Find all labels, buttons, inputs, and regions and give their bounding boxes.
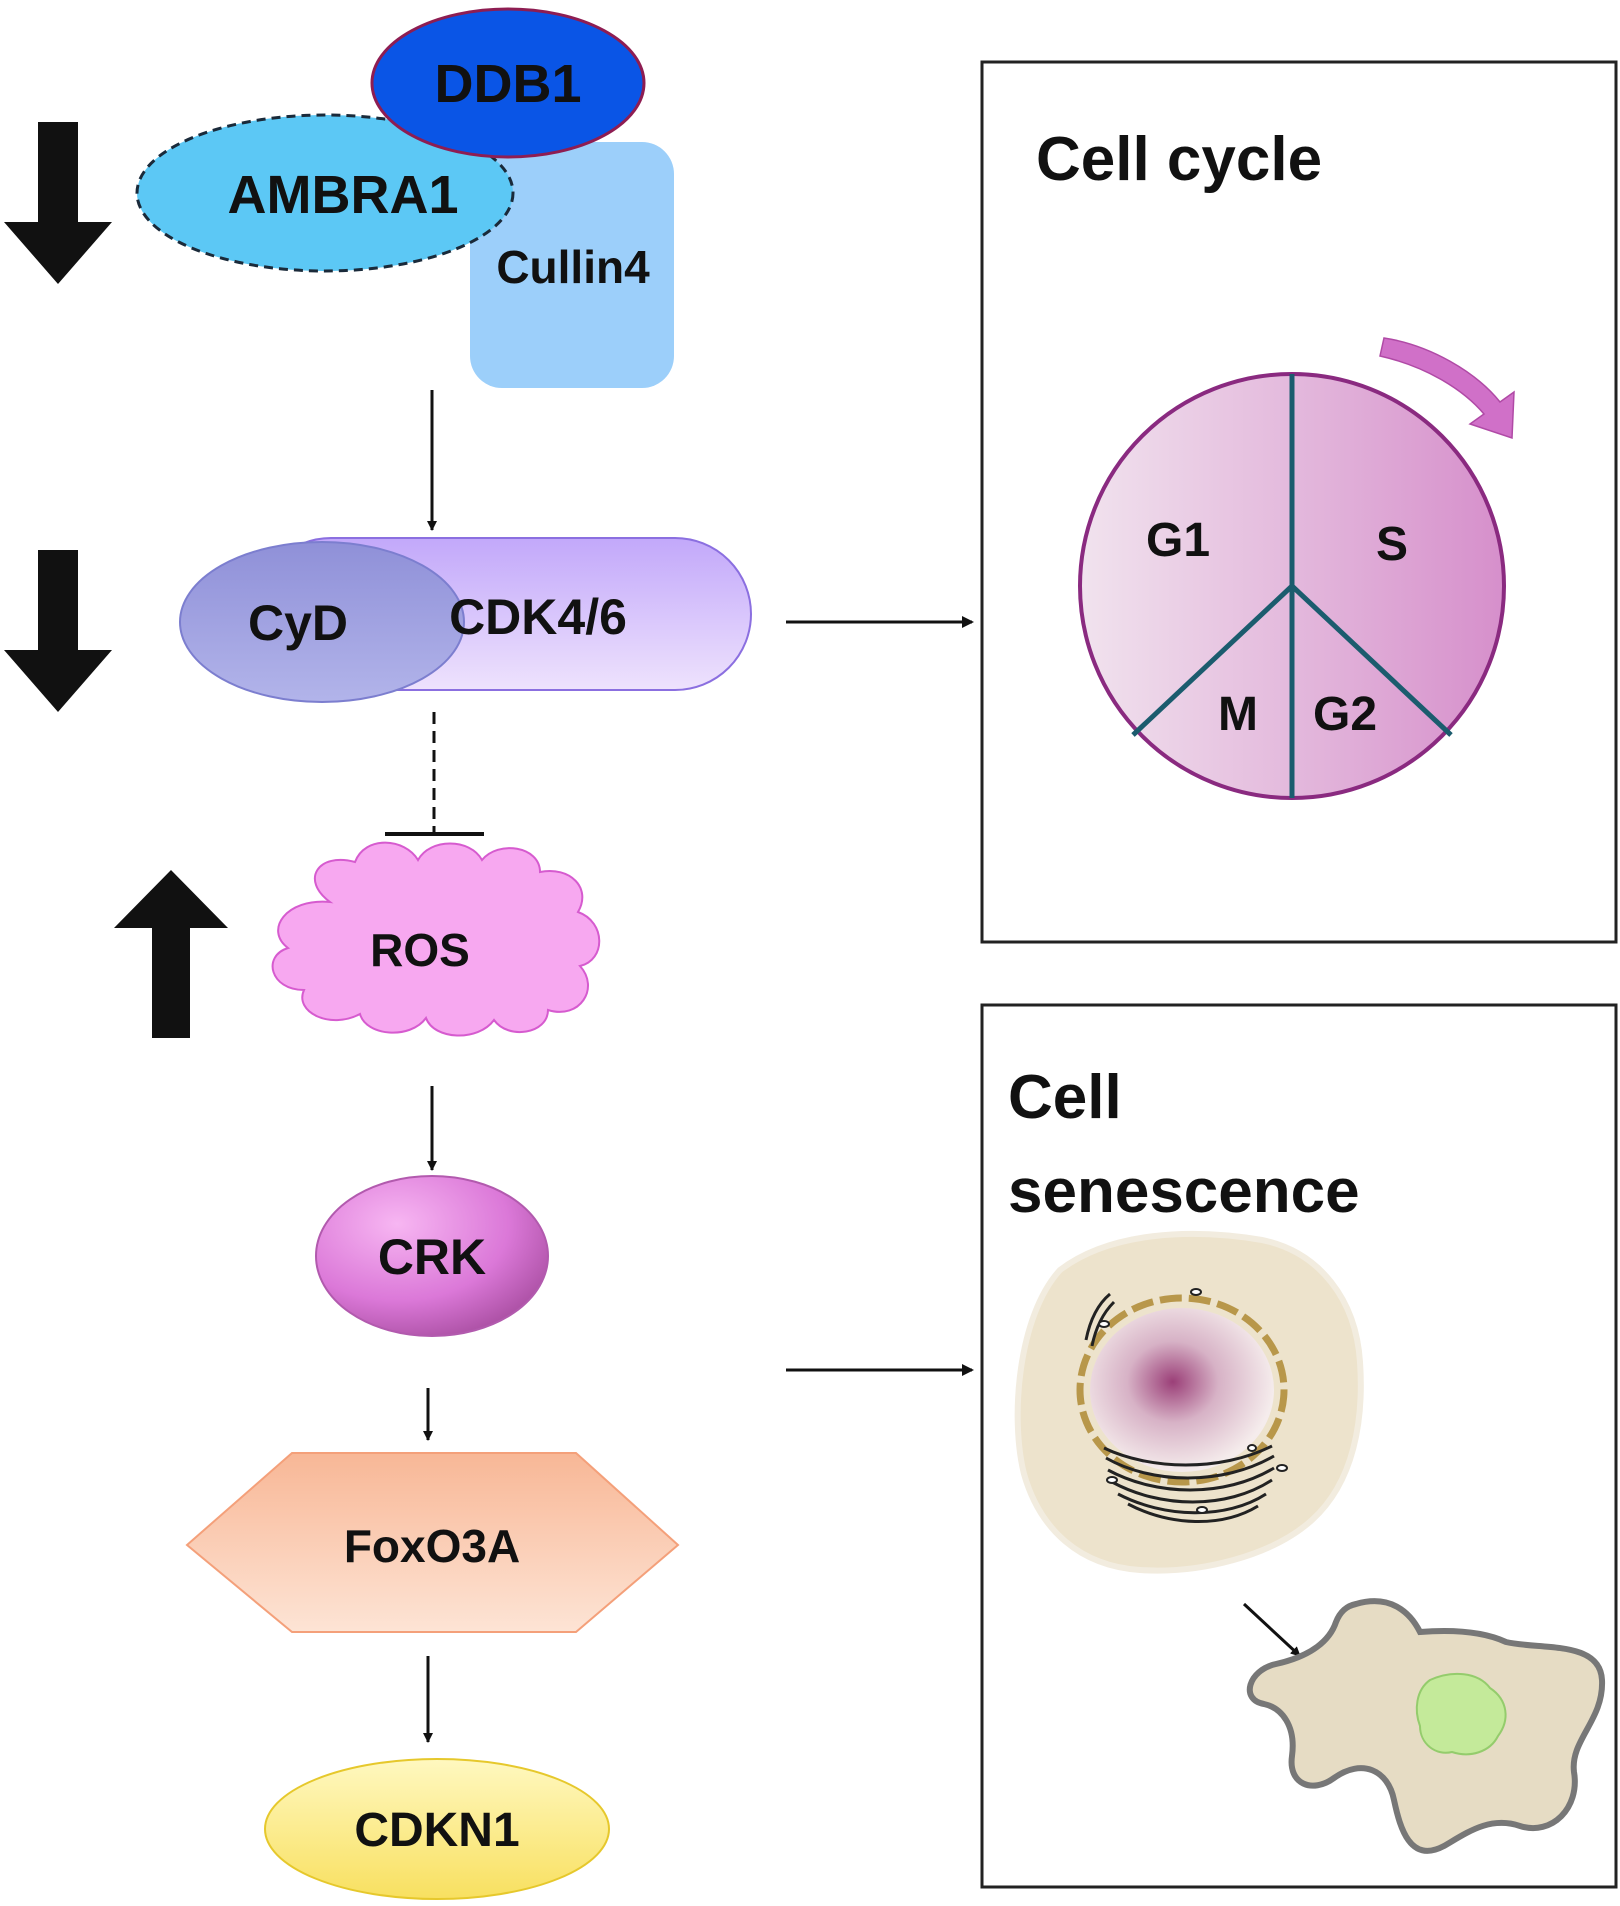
phase-m-label: M [1218,688,1258,741]
crk-label: CRK [378,1229,486,1285]
ddb1-label: DDB1 [434,54,581,114]
nuclear-envelope [1076,1294,1288,1486]
ddb1-node [370,7,646,159]
cullin4-label: Cullin4 [496,241,650,293]
phase-divider-left [1131,584,1294,737]
cyd-label: CyD [248,595,348,651]
nucleus [1090,1308,1274,1472]
down-arrow-icon-ambra1 [4,122,112,284]
endoplasmic-reticulum [1084,1292,1275,1523]
ambra1-node [135,113,515,273]
cell-cycle-title: Cell cycle [1036,125,1322,194]
crk-node [315,1175,549,1337]
cdkn1-node [264,1758,610,1900]
phase-divider-right [1290,584,1453,737]
vesicles [1098,1288,1288,1514]
cullin4-node [470,142,674,388]
phase-g1-label: G1 [1146,514,1210,567]
ros-node [271,841,601,1037]
flattened-cell-nucleus [1415,1672,1507,1756]
flattened-senescent-cell-illustration [1246,1598,1606,1854]
foxo3a-label: FoxO3A [344,1520,520,1572]
down-arrow-icon-cdk [4,550,112,712]
cdk46-label: CDK4/6 [449,589,627,645]
senescent-cell-illustration [1014,1231,1364,1574]
cyd-node [179,541,465,703]
cycle-direction-arrow-icon [1379,337,1515,440]
foxo3a-node [185,1452,680,1633]
senescence-title-line1: Cell [1008,1063,1122,1132]
up-arrow-icon-ros [114,870,228,1038]
senescence-title-line2: senescence [1008,1157,1360,1226]
phase-g2-label: G2 [1313,688,1377,741]
ambra1-label: AMBRA1 [227,165,458,225]
arrow-cell-to-senescent-cell [1242,1602,1302,1658]
ros-label: ROS [370,924,470,976]
cdkn1-label: CDKN1 [354,1804,519,1857]
phase-s-label: S [1376,518,1408,571]
